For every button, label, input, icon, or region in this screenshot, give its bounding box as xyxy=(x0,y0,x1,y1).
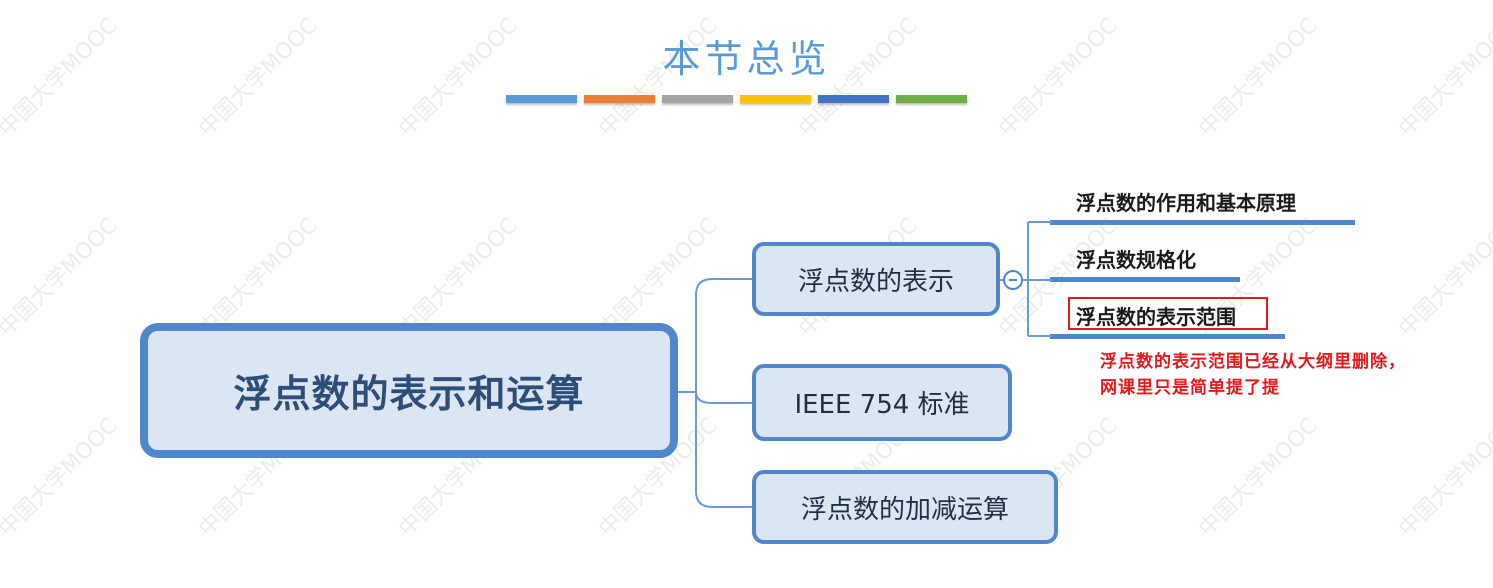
color-bar-divider xyxy=(506,95,967,103)
connector-child-1 xyxy=(695,278,752,392)
color-bar-yellow xyxy=(740,95,811,103)
node-label: 浮点数的表示 xyxy=(797,266,954,297)
annotation-note: 浮点数的表示范围已经从大纲里删除， 网课里只是简单提了提 xyxy=(1100,349,1406,401)
annotation-line-1: 浮点数的表示范围已经从大纲里删除， xyxy=(1100,352,1406,372)
mindmap-root-node[interactable]: 浮点数的表示和运算 xyxy=(140,323,678,458)
mindmap-node-float-add-sub[interactable]: 浮点数的加减运算 xyxy=(752,470,1058,544)
leaf-underline xyxy=(1050,334,1285,339)
mindmap-node-float-representation[interactable]: 浮点数的表示 xyxy=(752,242,1000,316)
leaf-label: 浮点数的表示范围 xyxy=(1076,305,1236,329)
color-bar-orange xyxy=(584,95,655,103)
annotation-line-2: 网课里只是简单提了提 xyxy=(1100,378,1280,398)
node-label: IEEE 754 标准 xyxy=(794,390,970,420)
root-node-label: 浮点数的表示和运算 xyxy=(233,372,585,416)
connector-child-3 xyxy=(695,392,752,508)
color-bar-blue xyxy=(506,95,577,103)
mindmap-node-ieee754[interactable]: IEEE 754 标准 xyxy=(752,364,1012,441)
leaf-label: 浮点数的作用和基本原理 xyxy=(1076,191,1296,215)
minus-circle-icon[interactable] xyxy=(1003,270,1023,290)
node-label: 浮点数的加减运算 xyxy=(800,494,1009,525)
color-bar-gray xyxy=(662,95,733,103)
leaf-underline xyxy=(1050,220,1355,225)
leaf-label: 浮点数规格化 xyxy=(1076,248,1196,272)
leaf-underline xyxy=(1050,277,1240,282)
color-bar-darkblue xyxy=(818,95,889,103)
connector-child-2 xyxy=(695,391,752,404)
color-bar-green xyxy=(896,95,967,103)
highlight-box xyxy=(1068,297,1268,330)
page-title: 本节总览 xyxy=(662,37,831,81)
